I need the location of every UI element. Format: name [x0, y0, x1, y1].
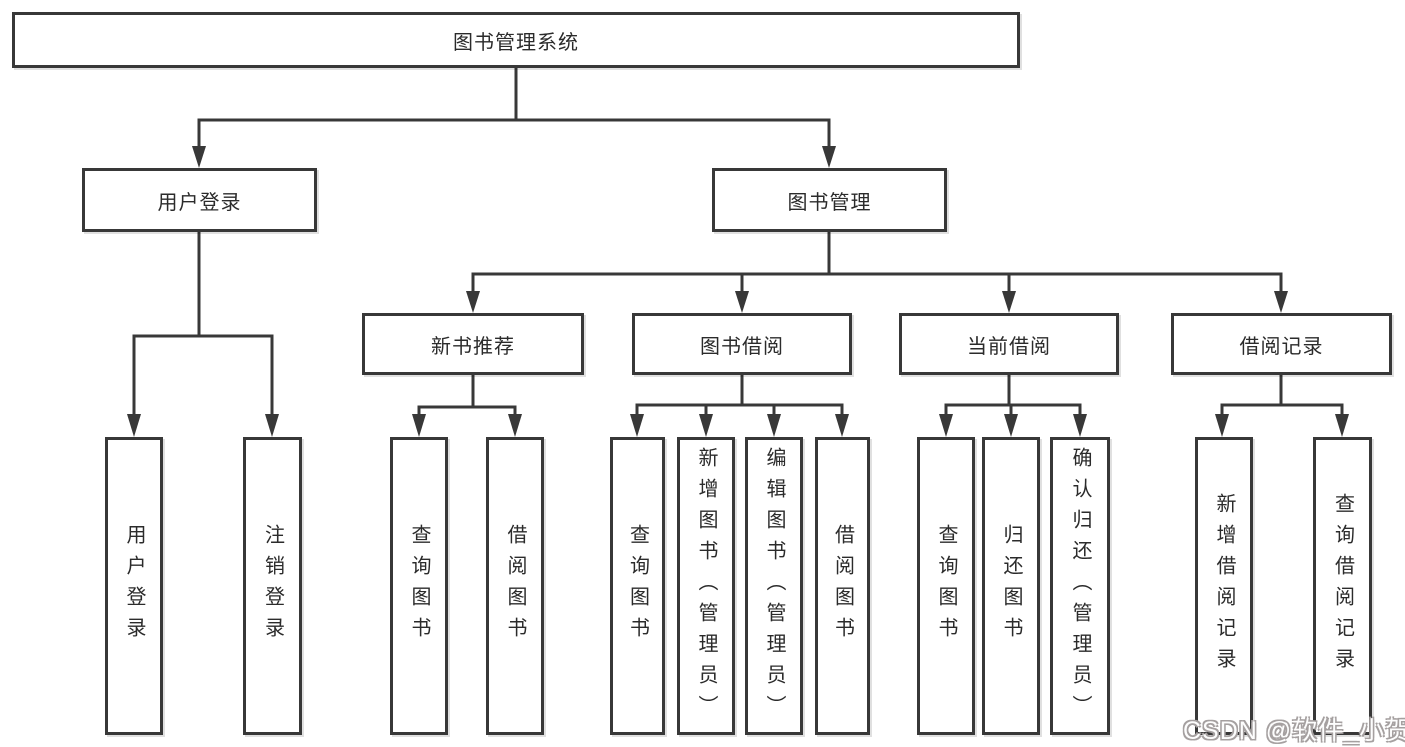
- leaf-borrow-book-1: 借阅图书: [486, 437, 544, 735]
- leaf-edit-book-admin: 编辑图书（管理员）: [745, 437, 803, 735]
- leaf-query-borrow-record: 查询借阅记录: [1313, 437, 1372, 735]
- node-borrow-records: 借阅记录: [1171, 313, 1392, 375]
- leaf-add-borrow-record: 新增借阅记录: [1195, 437, 1253, 735]
- arrowheads: [127, 146, 1349, 437]
- leaf-add-book-admin: 新增图书（管理员）: [677, 437, 735, 735]
- leaf-logout: 注销登录: [243, 437, 302, 735]
- leaf-return-book: 归还图书: [982, 437, 1040, 735]
- node-current-borrow: 当前借阅: [899, 313, 1119, 375]
- leaf-query-book-2: 查询图书: [610, 437, 665, 735]
- node-root-system: 图书管理系统: [12, 12, 1020, 68]
- csdn-watermark: CSDN @软件_小贺同学: [1183, 717, 1405, 745]
- leaf-user-login: 用户登录: [105, 437, 163, 735]
- node-new-book-recommend: 新书推荐: [362, 313, 584, 375]
- leaf-confirm-return-admin: 确认归还（管理员）: [1050, 437, 1110, 735]
- leaf-query-book-3: 查询图书: [917, 437, 975, 735]
- node-book-management: 图书管理: [712, 168, 947, 232]
- leaf-borrow-book-2: 借阅图书: [815, 437, 870, 735]
- node-book-borrow: 图书借阅: [632, 313, 852, 375]
- node-user-login: 用户登录: [82, 168, 317, 232]
- leaf-query-book-1: 查询图书: [390, 437, 448, 735]
